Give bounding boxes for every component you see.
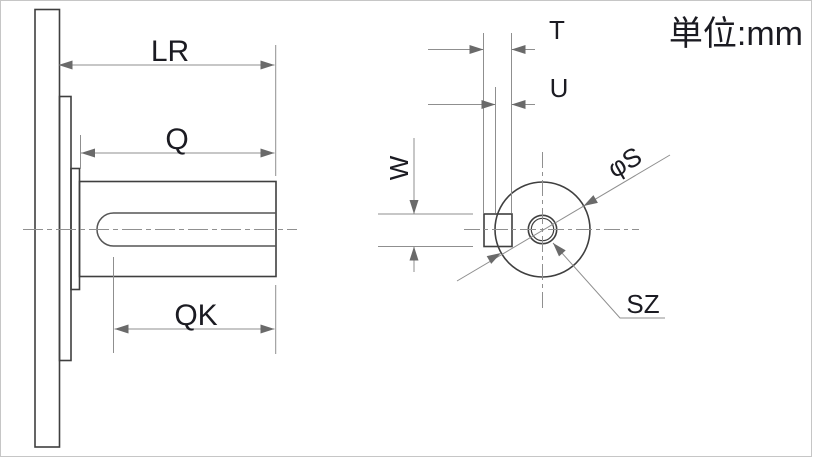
- w-arrow-down: [409, 200, 419, 214]
- dim-lr: LR: [58, 35, 277, 176]
- end-view: [464, 152, 639, 311]
- phi-s-arrow-lower: [486, 253, 501, 264]
- leader-sz: SZ: [552, 242, 665, 319]
- q-label: Q: [165, 123, 188, 156]
- q-arrow-left: [81, 148, 95, 158]
- phi-s-arrow-upper: [583, 195, 598, 206]
- shaft-body: [78, 180, 277, 278]
- unit-note: 単位:mm: [669, 15, 803, 53]
- figure-frame: [0, 0, 812, 457]
- qk-label: QK: [174, 299, 217, 332]
- qk-arrow-left: [114, 324, 129, 334]
- lr-arrow-left: [58, 60, 73, 70]
- t-arrow-left: [469, 45, 484, 54]
- lr-label: LR: [151, 35, 189, 68]
- u-arrow-left: [481, 100, 496, 109]
- w-label: W: [384, 155, 414, 180]
- dim-q: Q: [80, 123, 275, 169]
- u-label: U: [550, 73, 569, 103]
- u-arrow-right: [511, 100, 526, 109]
- key-cross-section: [483, 213, 513, 248]
- dim-w: W: [378, 138, 473, 272]
- sz-label: SZ: [626, 289, 659, 319]
- q-arrow-right: [260, 148, 275, 158]
- side-view: [23, 8, 297, 448]
- t-arrow-right: [511, 45, 526, 54]
- t-label: T: [549, 15, 565, 45]
- dim-t: T: [428, 15, 565, 213]
- dim-qk: QK: [113, 257, 277, 354]
- sz-leader-line: [552, 242, 665, 319]
- w-arrow-up: [409, 246, 419, 261]
- sz-arrow: [553, 243, 566, 257]
- dim-u: U: [428, 73, 568, 213]
- qk-arrow-right: [260, 324, 275, 334]
- lr-arrow-right: [260, 60, 275, 70]
